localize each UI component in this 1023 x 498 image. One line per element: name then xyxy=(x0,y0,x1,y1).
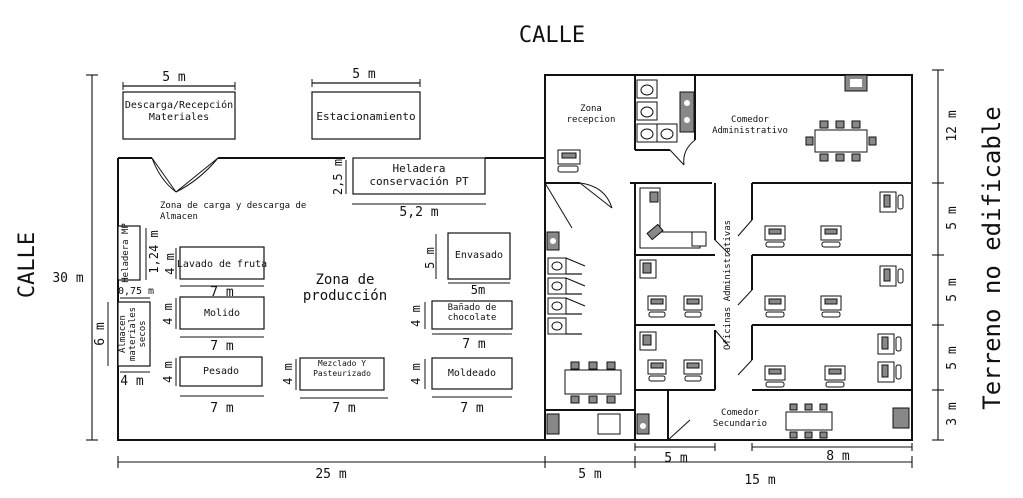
grinding-height: 4 m xyxy=(161,303,175,325)
bottom-dim-e: 15 m xyxy=(744,473,775,488)
raw-cold-label: Heladera MP xyxy=(121,223,131,283)
dry-storage: Almacen materiales secos 6 m 4 m xyxy=(93,301,151,389)
station-mixing: Mezclado Y Pasteurizado 4 m 7 m xyxy=(281,357,388,416)
total-height-label: 30 m xyxy=(52,271,83,286)
cold-storage-width: 5,2 m xyxy=(399,205,438,220)
dry-storage-height: 6 m xyxy=(93,322,108,346)
station-molding: Moldeado 4 m 7 m xyxy=(409,357,513,416)
parking-width: 5 m xyxy=(352,67,376,82)
parking-area: 5 m Estacionamiento xyxy=(311,67,421,140)
cold-storage-pt: Heladera conservación PT 2,5 m 5,2 m xyxy=(331,157,486,220)
raw-cold-width: 0,75 m xyxy=(118,286,154,297)
cold-storage-height: 2,5 m xyxy=(331,159,345,195)
unloading-area: 5 m Descarga/Recepción Materiales xyxy=(122,70,236,140)
weighing-width: 7 m xyxy=(210,401,234,416)
grinding-label: Molido xyxy=(204,308,240,319)
toilet-icon xyxy=(636,79,678,143)
toilet-icon xyxy=(547,257,567,335)
desk-workstation-icon xyxy=(639,187,904,388)
dining-table-icon xyxy=(805,120,877,162)
station-chocolate: Bañado de chocolate 4 m 7 m xyxy=(409,300,513,352)
admin-dining-label: Comedor Administrativo xyxy=(712,115,788,136)
production-zone-label: Zona de producción xyxy=(302,272,388,304)
station-weighing: Pesado 4 m 7 m xyxy=(161,356,264,416)
chocolate-width: 7 m xyxy=(462,337,486,352)
weighing-label: Pesado xyxy=(203,366,239,377)
station-packaging: Envasado 5 m 5m xyxy=(423,232,511,297)
bottom-dim-c: 5 m xyxy=(664,451,688,466)
sink-icon xyxy=(546,74,910,435)
door-swing-icon xyxy=(151,139,753,441)
right-dim-b: 5 m xyxy=(945,206,960,230)
station-grinding: Molido 4 m 7 m xyxy=(161,296,265,354)
dry-storage-label: Almacen materiales secos xyxy=(118,306,148,362)
unloading-label: Descarga/Recepción Materiales xyxy=(124,100,234,123)
wash-fruit-width: 7 m xyxy=(210,285,234,300)
stall-partitions xyxy=(565,257,586,335)
reception-label: Zona recepcion xyxy=(566,104,616,125)
desk-workstation-icon xyxy=(557,149,581,173)
cold-storage-label: Heladera conservación PT xyxy=(369,162,469,188)
chocolate-height: 4 m xyxy=(409,305,423,327)
right-dim-a: 12 m xyxy=(945,110,960,141)
right-dim-e: 3 m xyxy=(945,402,960,426)
wash-fruit-label: Lavado de fruta xyxy=(177,259,267,270)
right-dim-c: 5 m xyxy=(945,278,960,302)
mixing-height: 4 m xyxy=(281,363,295,385)
station-wash-fruit: Lavado de fruta 4 m 7 m xyxy=(163,246,267,300)
street-top-label: CALLE xyxy=(519,23,585,48)
chocolate-label: Bañado de chocolate xyxy=(447,303,497,323)
parking-label: Estacionamiento xyxy=(316,110,415,123)
packaging-label: Envasado xyxy=(455,250,503,261)
dining-table-icon xyxy=(564,361,622,404)
sink-icon xyxy=(679,91,695,133)
dimension-lines xyxy=(86,69,944,468)
molding-height: 4 m xyxy=(409,363,423,385)
dining-table-icon xyxy=(785,403,833,439)
bottom-dim-a: 25 m xyxy=(315,467,346,482)
molding-width: 7 m xyxy=(460,401,484,416)
loading-zone-label: Zona de carga y descarga de Almacen xyxy=(160,201,307,222)
raw-cold-height: 1,24 m xyxy=(147,230,161,273)
molding-label: Moldeado xyxy=(448,368,496,379)
wash-fruit-height: 4 m xyxy=(163,253,177,275)
packaging-width: 5m xyxy=(471,283,485,297)
non-buildable-label: Terreno no edificable xyxy=(978,106,1006,409)
mixing-width: 7 m xyxy=(332,401,356,416)
secondary-dining-label: Comedor Secundario xyxy=(712,408,768,429)
raw-cold-storage: Heladera MP 1,24 m 0,75 m xyxy=(117,223,161,299)
dry-storage-width: 4 m xyxy=(120,374,144,389)
bottom-dim-d: 8 m xyxy=(826,449,850,464)
admin-offices-label: Oficinas Administrativas xyxy=(723,220,733,350)
street-left-label: CALLE xyxy=(15,232,40,298)
bottom-dim-b: 5 m xyxy=(578,467,602,482)
packaging-height: 5 m xyxy=(423,247,437,269)
weighing-height: 4 m xyxy=(161,361,175,383)
grinding-width: 7 m xyxy=(210,339,234,354)
right-dim-d: 5 m xyxy=(945,346,960,370)
mixing-label: Mezclado Y Pasteurizado xyxy=(313,359,371,378)
unloading-width: 5 m xyxy=(162,70,186,85)
